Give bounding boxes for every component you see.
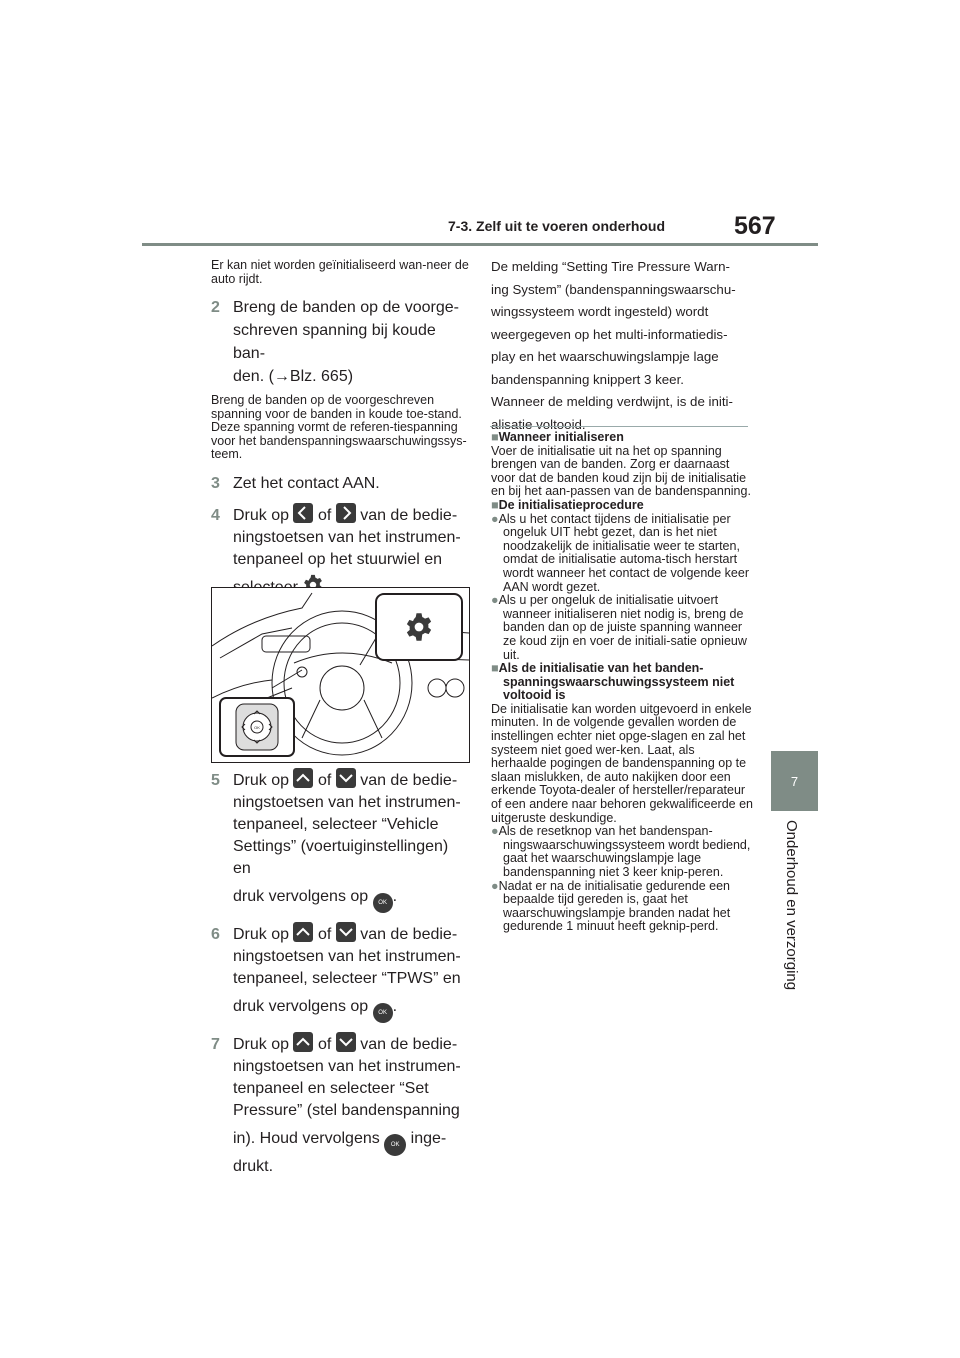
chapter-label: Onderhoud en verzorging xyxy=(783,820,800,991)
step-text: Breng de banden op de voorge- xyxy=(233,299,459,316)
ok-button-icon: OK xyxy=(384,1134,407,1156)
intro-line: alisatie voltooid. xyxy=(491,416,586,432)
step-2: 2 Breng de banden op de voorge- schreven … xyxy=(211,296,469,388)
step-number: 6 xyxy=(211,926,220,943)
left-column: Er kan niet worden geïnitialiseerd wan-n… xyxy=(211,258,469,605)
intro-note: Er kan niet worden geïnitialiseerd wan-n… xyxy=(211,258,469,286)
step-number: 5 xyxy=(211,772,220,789)
step-text: tenpaneel, selecteer “TPWS” en xyxy=(233,970,461,987)
chapter-number: 7 xyxy=(790,773,799,789)
step-text: van de bedie- xyxy=(360,506,458,524)
step-text: Druk op xyxy=(233,772,290,789)
ok-button-icon: OK xyxy=(372,893,393,913)
paragraph: Voer de initialisatie uit na het op span… xyxy=(491,443,751,499)
step-4: 4 Druk op of van de bedie- ningstoetsen v… xyxy=(211,502,469,605)
step-text: Druk op xyxy=(233,506,290,524)
step-text: van de bedie- xyxy=(360,772,458,789)
step-text: tenpaneel en selecteer “Set xyxy=(233,1080,429,1097)
step-2-note: Breng de banden op de voorgeschreven spa… xyxy=(211,393,467,462)
bullet-item: ●Als u per ongeluk de initialisatie uitv… xyxy=(491,593,747,662)
paragraph: De initialisatie kan worden uitgevoerd i… xyxy=(491,701,753,825)
page-number: 567 xyxy=(734,212,776,240)
section-divider xyxy=(490,426,748,427)
step-text: ningstoetsen van het instrumen- xyxy=(233,1058,461,1075)
chevron-down-icon xyxy=(335,922,356,942)
chevron-up-icon xyxy=(293,922,314,942)
heading-procedure: ■De initialisatieprocedure xyxy=(491,497,644,512)
step-text: tenpaneel op het stuurwiel en xyxy=(233,550,443,568)
intro-line: Wanneer de melding verdwijnt, is de init… xyxy=(491,394,733,409)
ok-button-icon: OK xyxy=(372,1003,393,1023)
chevron-left-icon xyxy=(293,502,314,523)
intro-line: play en het waarschuwingslampje lage xyxy=(491,349,719,364)
step-text: in). Houd vervolgens xyxy=(233,1130,380,1147)
step-text: ningstoetsen van het instrumen- xyxy=(233,528,461,546)
intro-line: bandenspanning knippert 3 keer. xyxy=(491,371,684,387)
step-text: of xyxy=(317,926,332,943)
step-text: den. (→Blz. 665) xyxy=(233,368,354,385)
step-number: 7 xyxy=(211,1036,220,1053)
step-text: Druk op xyxy=(233,926,290,943)
right-intro: De melding “Setting Tire Pressure Warn- … xyxy=(491,256,753,436)
step-text: tenpaneel, selecteer “Vehicle xyxy=(233,816,439,833)
step-number: 3 xyxy=(211,474,220,492)
step-text: of xyxy=(317,506,332,524)
step-text: druk vervolgens op xyxy=(233,888,369,905)
chevron-up-icon xyxy=(293,1032,314,1052)
bullet-item: ●Als de resetknop van het bandenspan-nin… xyxy=(491,824,751,879)
step-text: of xyxy=(317,772,332,789)
step-text: Zet het contact AAN. xyxy=(233,474,380,492)
step-text: Druk op xyxy=(233,1036,290,1053)
chapter-tab: 7 xyxy=(771,751,818,811)
chevron-down-icon xyxy=(335,768,356,788)
step-6: 6 Druk op of van de bedie- ningstoetsen v… xyxy=(211,922,469,1024)
chevron-up-icon xyxy=(293,768,314,788)
right-column: ■Wanneer initialiseren Voer de initialis… xyxy=(491,430,753,934)
step-text: van de bedie- xyxy=(360,1036,458,1053)
step-text: van de bedie- xyxy=(360,926,458,943)
header-rule xyxy=(142,243,818,246)
step-text: druk vervolgens op xyxy=(233,998,369,1015)
step-text: Settings” (voertuiginstellingen) en xyxy=(233,838,449,877)
intro-line: weergegeven op het multi-informatiedis- xyxy=(491,326,728,342)
chevron-right-icon xyxy=(335,502,356,523)
bullet-item: ●Als u het contact tijdens de initialisa… xyxy=(491,511,749,594)
ok-button-label: OK xyxy=(254,725,260,730)
step-number: 4 xyxy=(211,506,220,524)
intro-line: wingssysteem wordt ingesteld) wordt xyxy=(491,304,709,319)
step-text: drukt. xyxy=(233,1158,274,1175)
step-7: 7 Druk op of van de bedie- ningstoetsen v… xyxy=(211,1032,469,1178)
step-text: ningstoetsen van het instrumen- xyxy=(233,948,461,965)
step-text: inge- xyxy=(410,1130,447,1147)
step-3: 3 Zet het contact AAN. xyxy=(211,472,469,495)
heading-when-initialize: ■Wanneer initialiseren xyxy=(491,430,624,444)
bullet-item: ●Nadat er na de initialisatie gedurende … xyxy=(491,878,731,934)
chevron-down-icon xyxy=(335,1032,356,1052)
step-5: 5 Druk op of van de bedie- ningstoetsen v… xyxy=(211,768,469,914)
steering-wheel-illustration: OK xyxy=(211,587,470,763)
step-text: of xyxy=(317,1036,332,1053)
step-text: ningstoetsen van het instrumen- xyxy=(233,794,461,811)
step-number: 2 xyxy=(211,299,220,316)
heading-not-completed: ■Als de initialisatie van het banden-spa… xyxy=(491,661,735,703)
intro-line: ing System” (bandenspanningswaarschu- xyxy=(491,281,736,297)
step-text: schreven spanning bij koude ban- xyxy=(233,322,436,362)
section-title: 7-3. Zelf uit te voeren onderhoud xyxy=(448,218,666,234)
intro-line: De melding “Setting Tire Pressure Warn- xyxy=(491,259,730,274)
step-text: Pressure” (stel bandenspanning xyxy=(233,1102,460,1119)
